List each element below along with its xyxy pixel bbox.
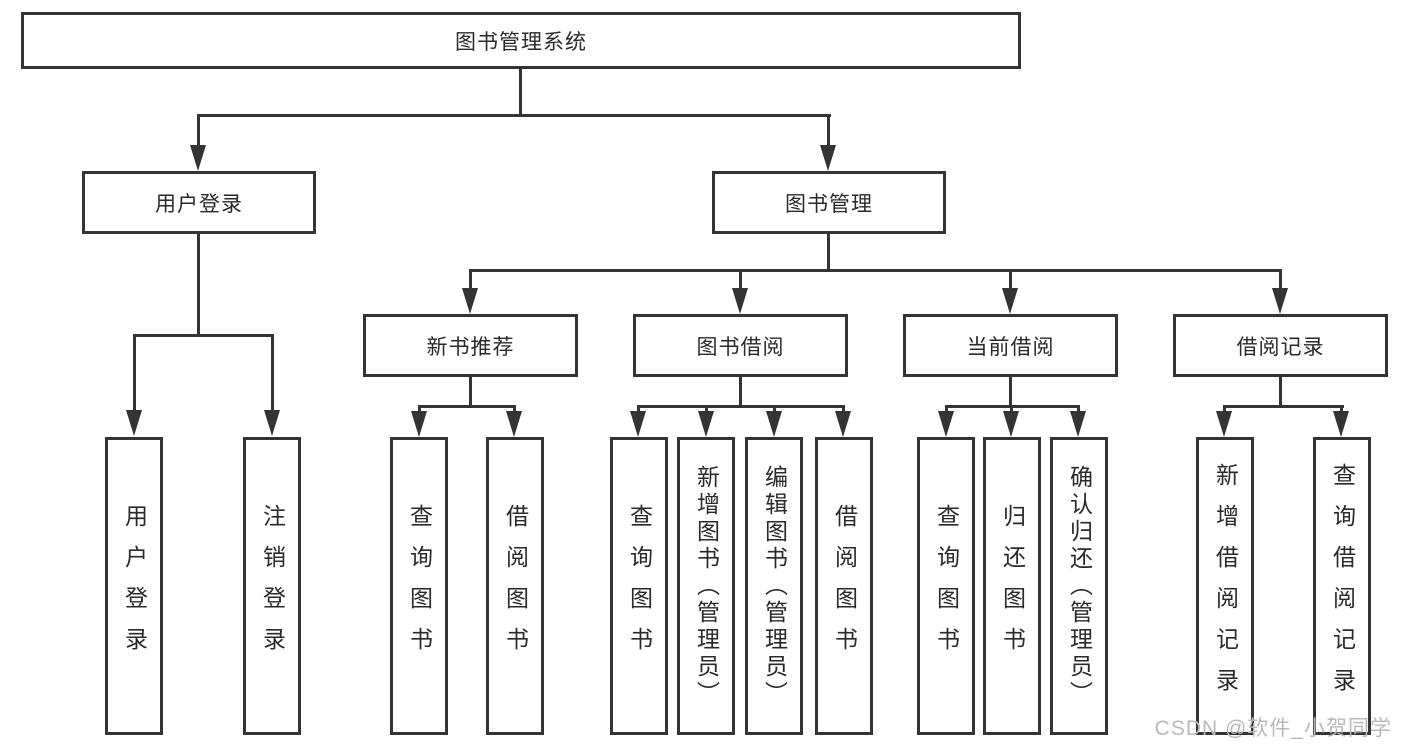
arrowhead-down-icon — [835, 411, 851, 437]
arrowhead-down-icon — [1002, 288, 1018, 314]
node-label: 用户登录 — [155, 192, 243, 216]
connector-segment — [1340, 405, 1343, 414]
node-label: 用户登录 — [121, 504, 148, 668]
node-label: 图书管理 — [785, 192, 873, 216]
arrowhead-down-icon — [698, 411, 714, 437]
node-label: 图书管理系统 — [455, 30, 587, 54]
arrowhead-down-icon — [1216, 411, 1232, 437]
arrowhead-down-icon — [264, 410, 280, 436]
arrowhead-down-icon — [1272, 288, 1288, 314]
node-label: 借阅记录 — [1236, 335, 1325, 359]
node-label: 新增图书（管理员） — [693, 464, 720, 708]
connector-segment — [1077, 405, 1080, 414]
connector-segment — [739, 269, 742, 292]
connector-segment — [827, 114, 830, 148]
connector-segment — [418, 405, 421, 414]
node-query-books-recommend: 查询图书 — [390, 437, 448, 735]
arrowhead-down-icon — [732, 288, 748, 314]
connector-segment — [197, 234, 200, 337]
node-label: 图书借阅 — [696, 335, 785, 359]
node-current-borrowing: 当前借阅 — [903, 314, 1118, 377]
node-user-login: 用户登录 — [82, 171, 316, 234]
node-query-borrow-record: 查询借阅记录 — [1313, 437, 1371, 735]
connector-segment — [513, 405, 516, 414]
connector-segment — [739, 377, 742, 408]
arrowhead-down-icon — [126, 410, 142, 436]
arrowhead-down-icon — [1070, 411, 1086, 437]
node-add-borrow-record: 新增借阅记录 — [1196, 437, 1254, 735]
node-user-login-leaf: 用户登录 — [105, 437, 163, 735]
node-confirm-return-admin: 确认归还（管理员） — [1050, 437, 1108, 735]
arrowhead-down-icon — [506, 411, 522, 437]
connector-segment — [1279, 269, 1282, 292]
connector-segment — [1009, 269, 1012, 292]
node-new-book-recommendation: 新书推荐 — [363, 314, 578, 377]
node-label: 查询图书 — [406, 504, 433, 668]
connector-segment — [133, 334, 136, 412]
connector-segment — [271, 334, 274, 412]
node-logout-leaf: 注销登录 — [243, 437, 301, 735]
node-label: 确认归还（管理员） — [1066, 464, 1093, 708]
arrowhead-down-icon — [462, 288, 478, 314]
node-return-books: 归还图书 — [983, 437, 1041, 735]
node-label: 查询图书 — [626, 504, 653, 668]
arrowhead-down-icon — [938, 411, 954, 437]
arrowhead-down-icon — [630, 411, 646, 437]
connector-segment — [1009, 377, 1012, 408]
node-borrowing-records: 借阅记录 — [1173, 314, 1388, 377]
node-label: 注销登录 — [259, 504, 286, 668]
node-label: 查询图书 — [933, 504, 960, 668]
connector-segment — [773, 405, 776, 414]
node-query-books-current: 查询图书 — [917, 437, 975, 735]
connector-segment — [418, 405, 516, 408]
node-label: 新书推荐 — [426, 335, 515, 359]
connector-segment — [1010, 405, 1013, 414]
node-label: 查询借阅记录 — [1329, 463, 1356, 709]
node-query-books-borrowing: 查询图书 — [610, 437, 668, 735]
arrowhead-down-icon — [411, 411, 427, 437]
node-label: 新增借阅记录 — [1212, 463, 1239, 709]
node-label: 归还图书 — [999, 504, 1026, 668]
csdn-watermark: CSDN @软件_小贺同学 — [1154, 717, 1392, 740]
connector-segment — [705, 405, 708, 414]
arrowhead-down-icon — [190, 145, 206, 171]
connector-segment — [197, 114, 831, 117]
connector-segment — [469, 377, 472, 408]
arrowhead-down-icon — [766, 411, 782, 437]
connector-segment — [945, 405, 948, 414]
connector-segment — [469, 269, 1282, 272]
connector-segment — [469, 269, 472, 292]
connector-segment — [637, 405, 640, 414]
node-library-management-system: 图书管理系统 — [21, 12, 1021, 69]
connector-segment — [827, 234, 830, 272]
connector-segment — [1223, 405, 1226, 414]
arrowhead-down-icon — [820, 145, 836, 171]
connector-segment — [1279, 377, 1282, 408]
node-add-books-admin: 新增图书（管理员） — [677, 437, 735, 735]
connector-segment — [1223, 405, 1344, 408]
node-label: 编辑图书（管理员） — [761, 464, 788, 708]
connector-segment — [842, 405, 845, 414]
node-edit-books-admin: 编辑图书（管理员） — [745, 437, 803, 735]
arrowhead-down-icon — [1003, 411, 1019, 437]
node-label: 借阅图书 — [502, 504, 529, 668]
connector-segment — [637, 405, 845, 408]
node-borrow-books-recommend: 借阅图书 — [486, 437, 544, 735]
connector-segment — [519, 66, 522, 116]
connector-segment — [197, 114, 200, 148]
node-borrow-books-borrowing: 借阅图书 — [815, 437, 873, 735]
node-book-management: 图书管理 — [712, 171, 946, 234]
node-label: 借阅图书 — [831, 504, 858, 668]
arrowhead-down-icon — [1333, 411, 1349, 437]
connector-segment — [133, 334, 274, 337]
node-book-borrowing: 图书借阅 — [633, 314, 848, 377]
node-label: 当前借阅 — [966, 335, 1055, 359]
